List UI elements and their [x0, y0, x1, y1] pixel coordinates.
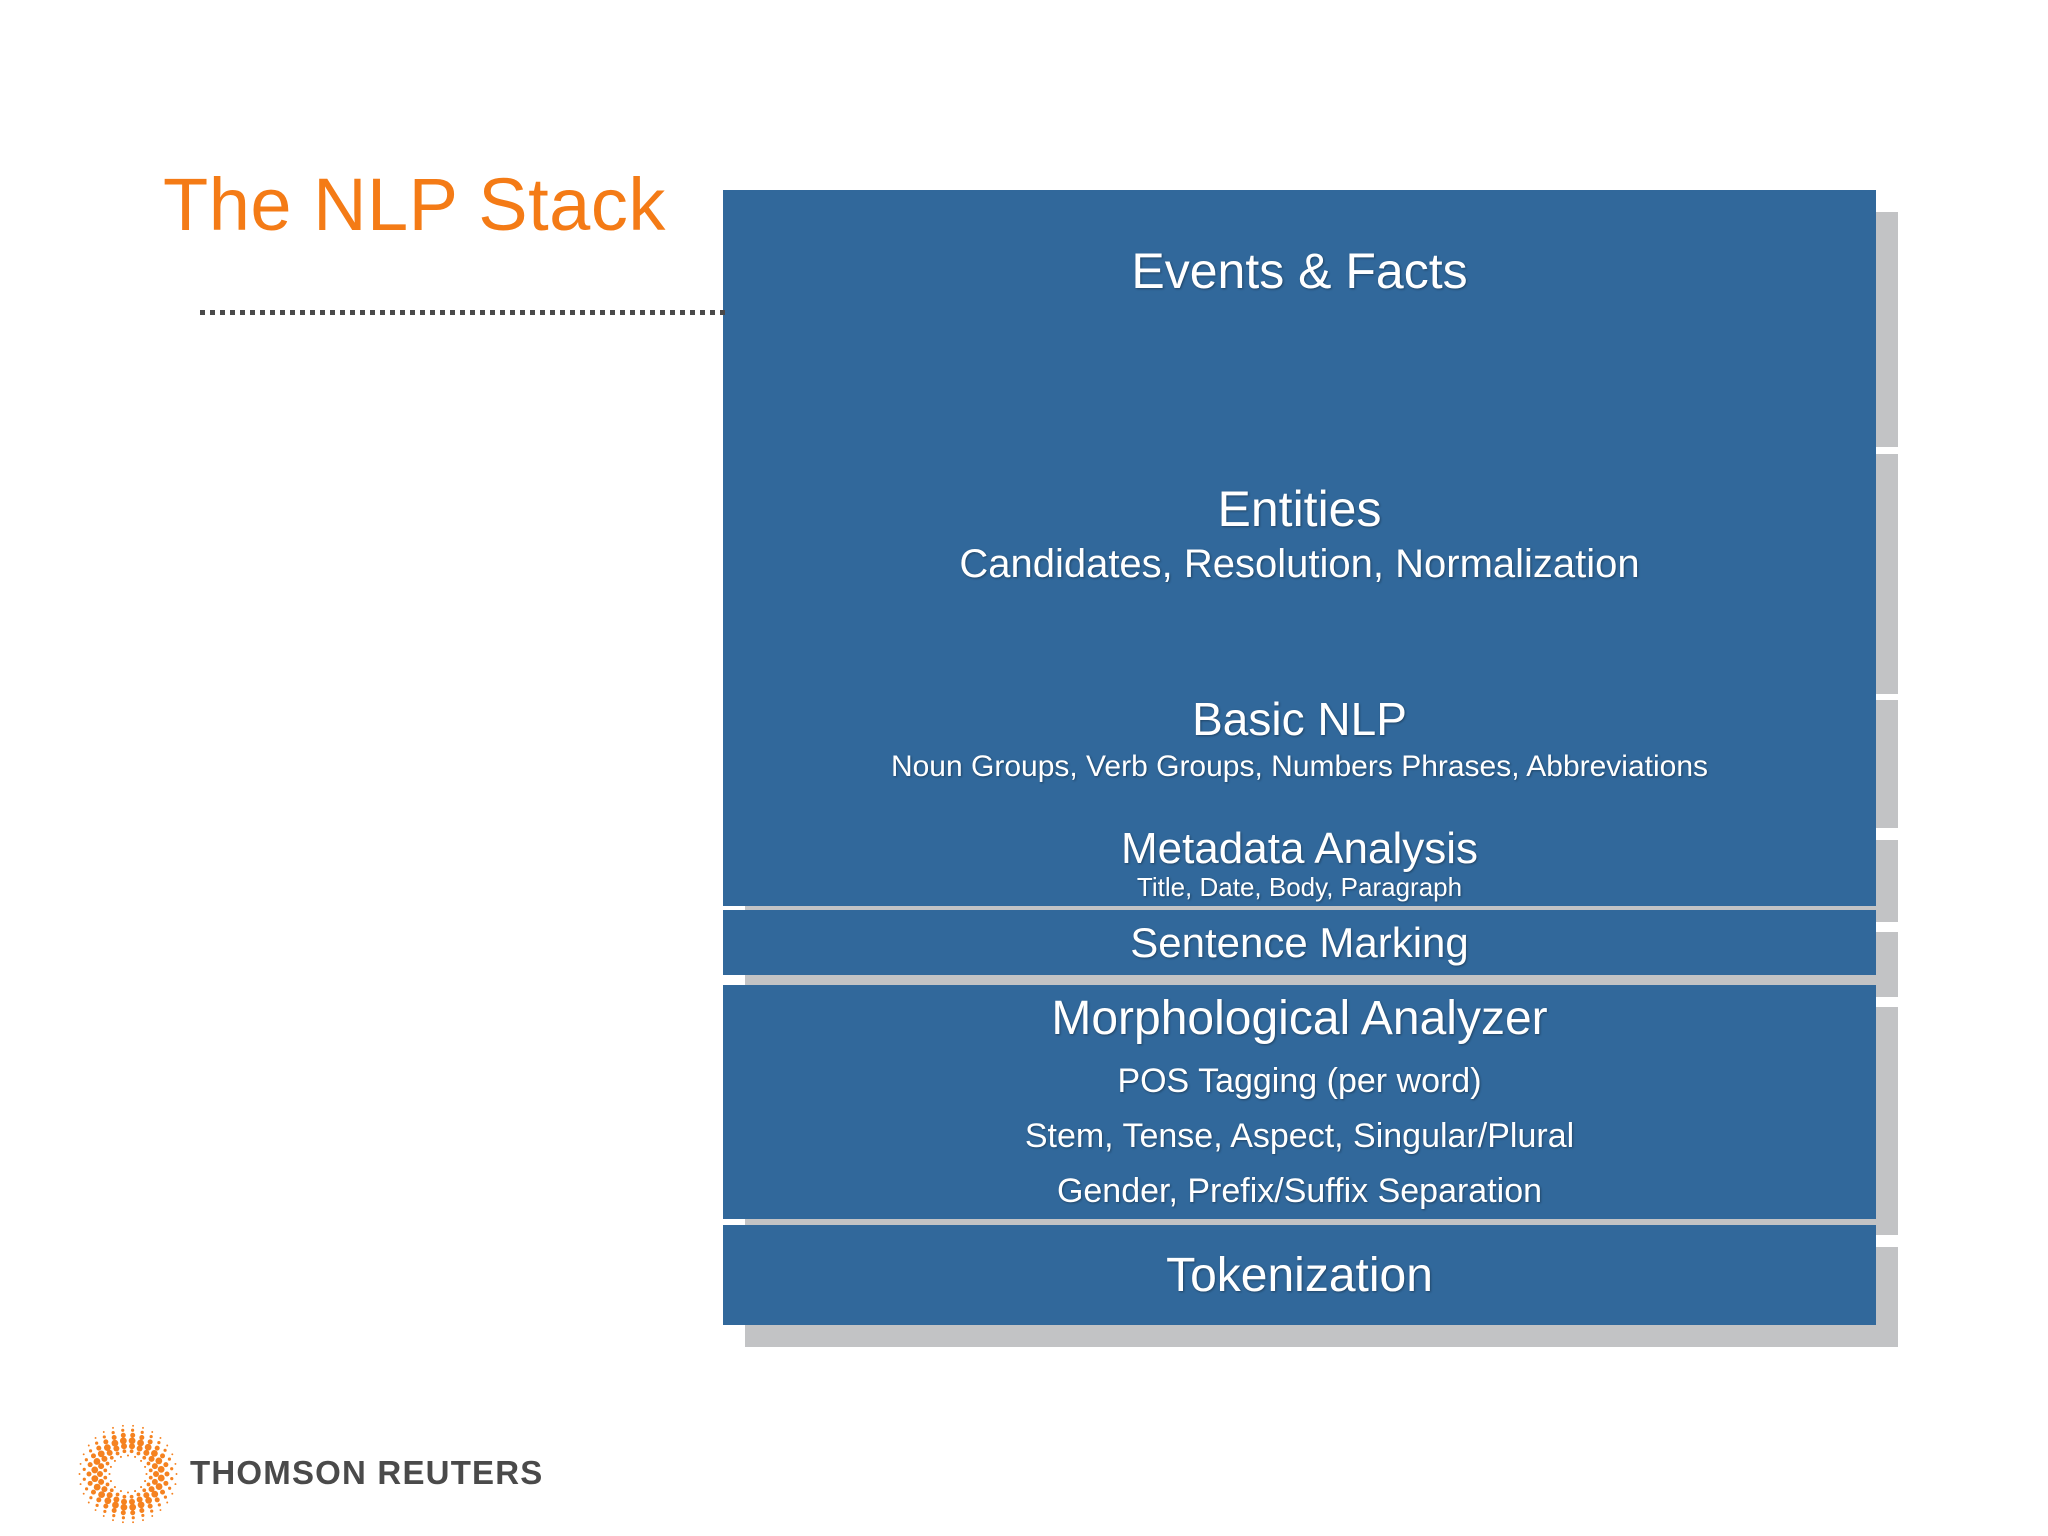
layer-panel: Metadata Analysis Title, Date, Body, Par…: [723, 818, 1876, 906]
stack-layer-entities[interactable]: Entities Candidates, Resolution, Normali…: [723, 432, 1898, 720]
layer-content: Sentence Marking: [723, 919, 1876, 967]
layer-content: Basic NLP Noun Groups, Verb Groups, Numb…: [723, 692, 1876, 784]
stack-layer-metadata-analysis[interactable]: Metadata Analysis Title, Date, Body, Par…: [723, 818, 1898, 922]
stack-layer-sentence-marking[interactable]: Sentence Marking: [723, 910, 1898, 997]
layer-content: Events & Facts: [723, 242, 1876, 300]
layer-panel: Tokenization: [723, 1225, 1876, 1325]
layer-panel: Morphological Analyzer POS Tagging (per …: [723, 985, 1876, 1219]
layer-panel: Events & Facts: [723, 190, 1876, 477]
layer-subtitle-line-2: Stem, Tense, Aspect, Singular/Plural: [1024, 1117, 1575, 1155]
page-title: The NLP Stack: [163, 163, 666, 246]
layer-heading: Morphological Analyzer: [1051, 992, 1548, 1045]
layer-heading: Tokenization: [1166, 1248, 1433, 1302]
title-underline-dotted-rule: [200, 310, 725, 315]
thomson-reuters-logo: THOMSON REUTERS: [78, 1424, 542, 1524]
layer-content: Entities Candidates, Resolution, Normali…: [723, 480, 1876, 587]
layer-panel: Sentence Marking: [723, 910, 1876, 975]
layer-heading: Sentence Marking: [1130, 918, 1469, 966]
stack-layer-tokenization[interactable]: Tokenization: [723, 1225, 1898, 1347]
layer-subtitle-line-3: Gender, Prefix/Suffix Separation: [1056, 1172, 1543, 1210]
layer-panel: Basic NLP Noun Groups, Verb Groups, Numb…: [723, 678, 1876, 820]
layer-panel: Entities Candidates, Resolution, Normali…: [723, 432, 1876, 720]
layer-heading: Metadata Analysis: [1120, 824, 1479, 873]
logo-wordmark: THOMSON REUTERS: [190, 1454, 544, 1491]
layer-subtitle-line-1: POS Tagging (per word): [1117, 1062, 1482, 1100]
thomson-reuters-dot-mark-icon: [78, 1424, 178, 1524]
layer-heading: Basic NLP: [1192, 693, 1407, 745]
layer-subtitle: Candidates, Resolution, Normalization: [959, 542, 1640, 586]
layer-heading: Events & Facts: [1131, 243, 1468, 299]
layer-content: Morphological Analyzer POS Tagging (per …: [723, 991, 1876, 1211]
layer-content: Tokenization: [723, 1248, 1876, 1303]
stack-layer-events-and-facts[interactable]: Events & Facts: [723, 190, 1898, 477]
layer-subtitle: Title, Date, Body, Paragraph: [1136, 872, 1463, 902]
layer-content: Metadata Analysis Title, Date, Body, Par…: [723, 824, 1876, 903]
layer-heading: Entities: [1217, 481, 1382, 537]
stack-layer-basic-nlp[interactable]: Basic NLP Noun Groups, Verb Groups, Numb…: [723, 678, 1898, 828]
layer-subtitle: Noun Groups, Verb Groups, Numbers Phrase…: [890, 750, 1709, 783]
stack-layer-morphological-analyzer[interactable]: Morphological Analyzer POS Tagging (per …: [723, 985, 1898, 1235]
